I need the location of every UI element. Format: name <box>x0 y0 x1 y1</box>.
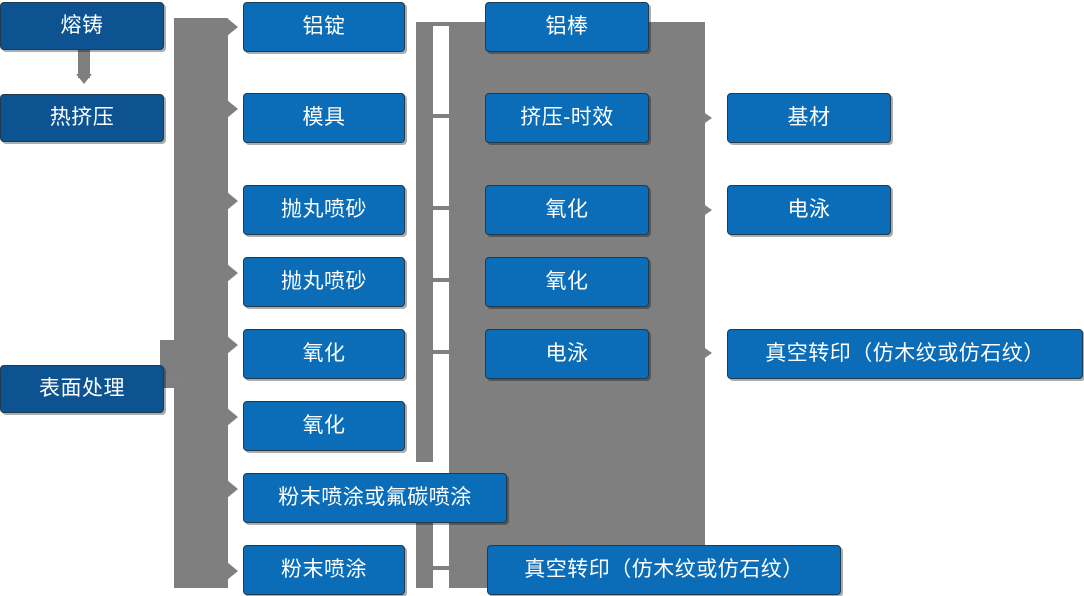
process-box-oxidation-2[interactable]: 氧化 <box>243 401 405 451</box>
output-box-extrude-aging[interactable]: 挤压-时效 <box>485 93 649 143</box>
arrow-trunk-to-powderpvdf <box>227 480 238 498</box>
arrow-trunk-to-powder <box>227 562 238 580</box>
connector-stub-row4 <box>431 278 453 282</box>
output-label-electrophoresis: 电泳 <box>545 341 589 365</box>
arrow-trunk-to-oxidation1 <box>227 336 238 354</box>
arrow-band-to-electrophoresis <box>702 203 712 217</box>
connector-stub-row1 <box>431 22 453 26</box>
output-box-aluminum-bar[interactable]: 铝棒 <box>485 2 649 52</box>
output-label-extrude-aging: 挤压-时效 <box>520 105 614 129</box>
process-label-mold: 模具 <box>302 105 346 129</box>
process-label-oxidation-2: 氧化 <box>302 413 346 437</box>
final-label-substrate: 基材 <box>787 105 831 129</box>
output-box-oxidation-1[interactable]: 氧化 <box>485 185 649 235</box>
arrow-trunk-to-oxidation2 <box>227 408 238 426</box>
output-box-electrophoresis[interactable]: 电泳 <box>485 329 649 379</box>
arrow-melt-to-extrude <box>76 74 92 84</box>
process-label-powder-coating: 粉末喷涂 <box>281 557 367 581</box>
stage-label-hot-extrude: 热挤压 <box>49 105 115 129</box>
stage-box-surface-treatment[interactable]: 表面处理 <box>0 365 164 413</box>
process-box-mold[interactable]: 模具 <box>243 93 405 143</box>
process-label-powder-or-pvdf: 粉末喷涂或氟碳喷涂 <box>278 485 472 509</box>
process-box-shotblast-2[interactable]: 抛丸喷砂 <box>243 257 405 307</box>
process-label-aluminum-ingot: 铝锭 <box>302 14 346 38</box>
connector-stub-row5 <box>431 350 453 354</box>
final-label-vacuum-transfer: 真空转印（仿木纹或仿石纹） <box>765 341 1045 365</box>
connector-stub-row6 <box>431 566 453 570</box>
output-box-oxidation-2[interactable]: 氧化 <box>485 257 649 307</box>
arrow-trunk-to-shotblast2 <box>227 264 238 282</box>
output-label-oxidation-2: 氧化 <box>545 269 589 293</box>
process-box-powder-or-pvdf[interactable]: 粉末喷涂或氟碳喷涂 <box>243 473 507 523</box>
process-label-shotblast-1: 抛丸喷砂 <box>281 197 367 221</box>
final-box-electrophoresis[interactable]: 电泳 <box>727 185 891 235</box>
connector-stub-row3 <box>431 206 453 210</box>
process-label-shotblast-2: 抛丸喷砂 <box>281 269 367 293</box>
process-box-oxidation-1[interactable]: 氧化 <box>243 329 405 379</box>
process-box-powder-coating[interactable]: 粉末喷涂 <box>243 545 405 595</box>
stage-label-surface-treatment: 表面处理 <box>39 376 125 400</box>
arrow-trunk-to-mold <box>227 100 238 118</box>
arrow-trunk-to-ingot <box>227 18 238 36</box>
stage-label-melt-cast: 熔铸 <box>60 13 104 37</box>
final-box-substrate[interactable]: 基材 <box>727 93 891 143</box>
connector-surface-stub <box>162 379 182 383</box>
final-box-vacuum-transfer[interactable]: 真空转印（仿木纹或仿石纹） <box>727 329 1083 379</box>
connector-left-trunk <box>174 18 228 588</box>
stage-box-melt-cast[interactable]: 熔铸 <box>0 2 164 50</box>
connector-melt-to-extrude-line <box>78 50 90 78</box>
process-box-aluminum-ingot[interactable]: 铝锭 <box>243 2 405 52</box>
output-box-vacuum-transfer[interactable]: 真空转印（仿木纹或仿石纹） <box>487 545 841 595</box>
arrow-band-to-substrate <box>702 111 712 125</box>
arrow-trunk-to-shotblast1 <box>227 192 238 210</box>
output-label-oxidation-1: 氧化 <box>545 197 589 221</box>
connector-stub-row2 <box>431 114 453 118</box>
process-label-oxidation-1: 氧化 <box>302 341 346 365</box>
output-label-aluminum-bar: 铝棒 <box>545 14 589 38</box>
arrow-band-to-vacuum <box>702 346 712 360</box>
stage-box-hot-extrude[interactable]: 热挤压 <box>0 94 164 142</box>
output-label-vacuum-transfer: 真空转印（仿木纹或仿石纹） <box>524 557 804 581</box>
process-box-shotblast-1[interactable]: 抛丸喷砂 <box>243 185 405 235</box>
final-label-electrophoresis: 电泳 <box>787 197 831 221</box>
connector-middle-thin-bar-upper <box>416 22 433 462</box>
